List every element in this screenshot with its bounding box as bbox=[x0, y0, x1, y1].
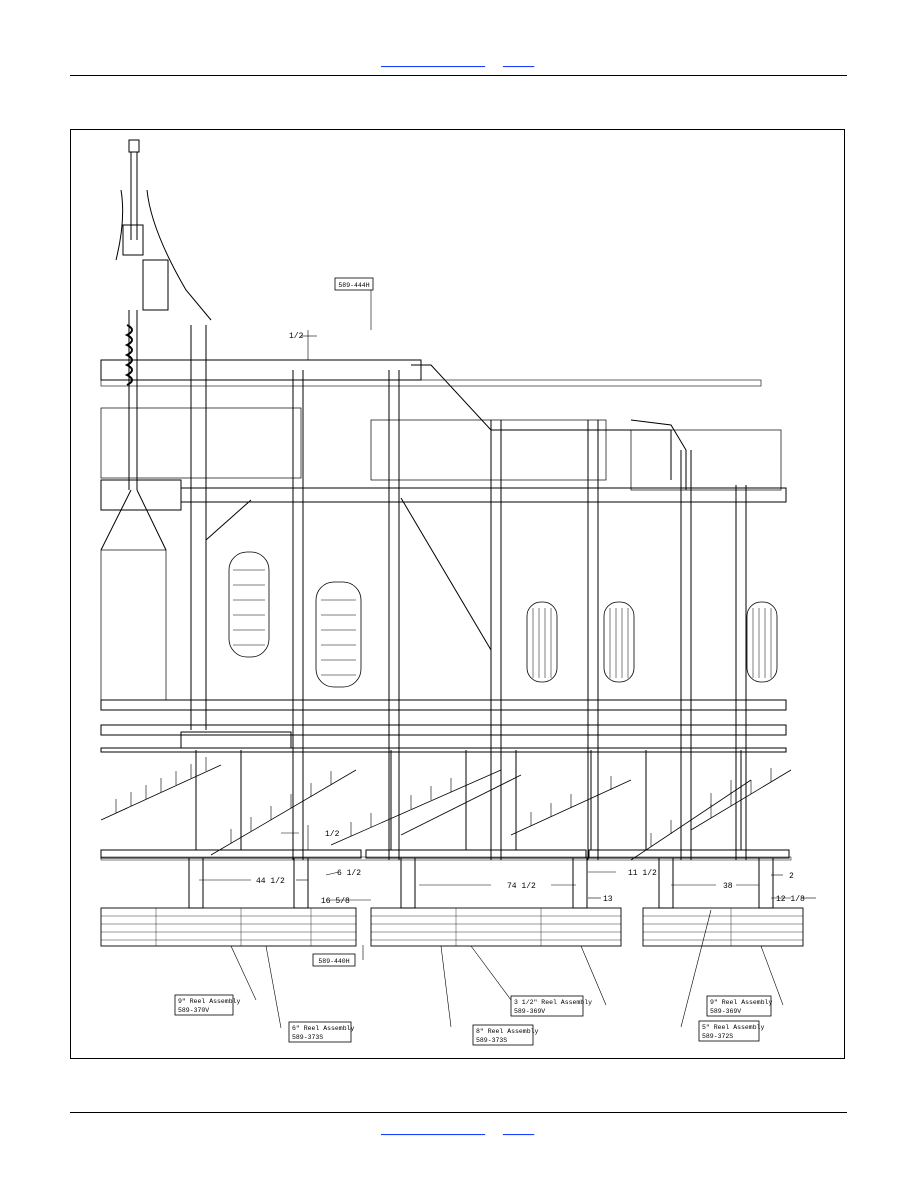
footer-rule bbox=[70, 1112, 847, 1113]
drawing-frame: 589-444H 589-440H 1/2 1/2 44 1/2 6 1/2 1… bbox=[70, 129, 845, 1059]
part-label-bottom: 589-440H bbox=[312, 953, 356, 967]
footer-link-primary[interactable]: ____________________ bbox=[381, 1125, 486, 1135]
dim-12-1-8: 12 1/8 bbox=[776, 895, 805, 904]
callout-title: 9" Reel Assembly bbox=[178, 998, 241, 1005]
machine-drawing: 589-444H 589-440H 1/2 1/2 44 1/2 6 1/2 1… bbox=[100, 139, 816, 1046]
callout-part: 589-373S bbox=[292, 1034, 323, 1041]
dim-16-5-8: 16 5/8 bbox=[321, 897, 350, 906]
callout-part: 589-369V bbox=[514, 1008, 545, 1015]
dim-11-half: 11 1/2 bbox=[628, 869, 657, 878]
header-link-secondary[interactable]: ______ bbox=[503, 57, 535, 67]
callout-title: 6" Reel Assembly bbox=[292, 1025, 355, 1032]
gauge-wheel bbox=[315, 581, 362, 688]
callout-reel-4: 3 1/2" Reel Assembly 589-369V bbox=[510, 995, 592, 1017]
callout-reel-6: 5" Reel Assembly 589-372S bbox=[698, 1020, 765, 1042]
callout-title: 5" Reel Assembly bbox=[702, 1024, 765, 1031]
dim-half-top: 1/2 bbox=[289, 332, 304, 341]
callout-title: 8" Reel Assembly bbox=[476, 1028, 539, 1035]
dim-74-half: 74 1/2 bbox=[507, 882, 536, 891]
callout-part: 589-373S bbox=[476, 1037, 507, 1044]
header-rule bbox=[70, 75, 847, 76]
dim-44-half: 44 1/2 bbox=[256, 877, 285, 886]
callout-reel-5: 9" Reel Assembly 589-369V bbox=[706, 995, 773, 1017]
dim-2: 2 bbox=[789, 872, 794, 881]
callout-part: 589-370V bbox=[178, 1007, 209, 1014]
dim-half-low: 1/2 bbox=[325, 830, 340, 839]
callout-part: 589-372S bbox=[702, 1033, 733, 1040]
footer-link-secondary[interactable]: ______ bbox=[503, 1125, 535, 1135]
callout-title: 3 1/2" Reel Assembly bbox=[514, 999, 592, 1006]
dim-13: 13 bbox=[603, 895, 613, 904]
gauge-wheel bbox=[228, 551, 270, 658]
gauge-wheel bbox=[526, 601, 558, 683]
dim-6-half: 6 1/2 bbox=[337, 869, 361, 878]
part-label-top-text: 589-444H bbox=[338, 282, 369, 289]
callout-reel-3: 8" Reel Assembly 589-373S bbox=[472, 1024, 539, 1046]
part-label-bottom-text: 589-440H bbox=[318, 958, 349, 965]
dim-38: 38 bbox=[723, 882, 733, 891]
reel-assembly bbox=[100, 907, 357, 947]
reel-assembly bbox=[370, 907, 622, 947]
header-link-primary[interactable]: ____________________ bbox=[381, 57, 486, 67]
callout-part: 589-369V bbox=[710, 1008, 741, 1015]
hitch-eye bbox=[128, 139, 140, 153]
part-label-top: 589-444H bbox=[334, 277, 374, 291]
callout-title: 9" Reel Assembly bbox=[710, 999, 773, 1006]
reel-assembly bbox=[642, 907, 804, 947]
callout-reel-2: 6" Reel Assembly 589-373S bbox=[288, 1021, 355, 1043]
gauge-wheel bbox=[603, 601, 635, 683]
gauge-wheel bbox=[746, 601, 778, 683]
callout-reel-1: 9" Reel Assembly 589-370V bbox=[174, 994, 241, 1016]
